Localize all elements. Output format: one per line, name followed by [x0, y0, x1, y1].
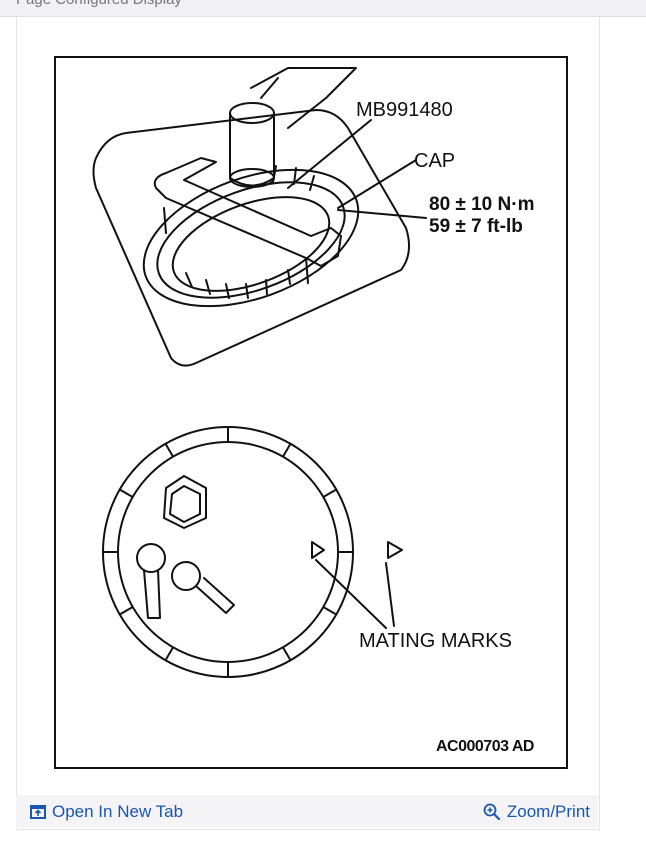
- open-in-new-tab-label: Open In New Tab: [52, 802, 184, 821]
- cap-top-view-inner: [117, 441, 339, 663]
- tool-handle: [250, 67, 357, 129]
- figure-code: AC000703 AD: [436, 738, 534, 755]
- top-bar-text: Page Configured Display: [16, 0, 182, 8]
- diagram-figure: MB991480 CAP 80 ± 10 N·m 59 ± 7 ft-lb MA…: [54, 56, 568, 769]
- torque-imperial: 59 ± 7 ft-lb: [429, 216, 523, 237]
- image-footer: Open In New Tab Zoom/Print: [16, 795, 598, 828]
- open-in-new-tab-icon: [30, 805, 46, 819]
- mating-mark-cap: [311, 541, 325, 559]
- cap-label: CAP: [414, 150, 456, 172]
- zoom-print-link[interactable]: Zoom/Print: [483, 802, 590, 822]
- mating-mark-tank: [387, 541, 403, 559]
- fuel-pump-cap-diagram: [92, 67, 427, 678]
- torque-spec: 80 ± 10 N·m 59 ± 7 ft-lb: [429, 194, 534, 238]
- open-in-new-tab-link[interactable]: Open In New Tab: [30, 802, 183, 822]
- top-bar: Page Configured Display: [0, 0, 646, 17]
- tool-number-label: MB991480: [356, 99, 453, 121]
- cap-tabs: [102, 426, 354, 678]
- torque-metric: 80 ± 10 N·m: [429, 194, 535, 215]
- mating-marks-label: MATING MARKS: [359, 630, 512, 652]
- outer-ring: [142, 168, 360, 308]
- zoom-print-label: Zoom/Print: [506, 802, 590, 821]
- base-plate: [92, 109, 411, 367]
- connector-block: [163, 475, 207, 529]
- zoom-in-icon: [483, 803, 501, 821]
- tool-bracket: [153, 157, 342, 267]
- cap-top-view-outer: [102, 426, 354, 678]
